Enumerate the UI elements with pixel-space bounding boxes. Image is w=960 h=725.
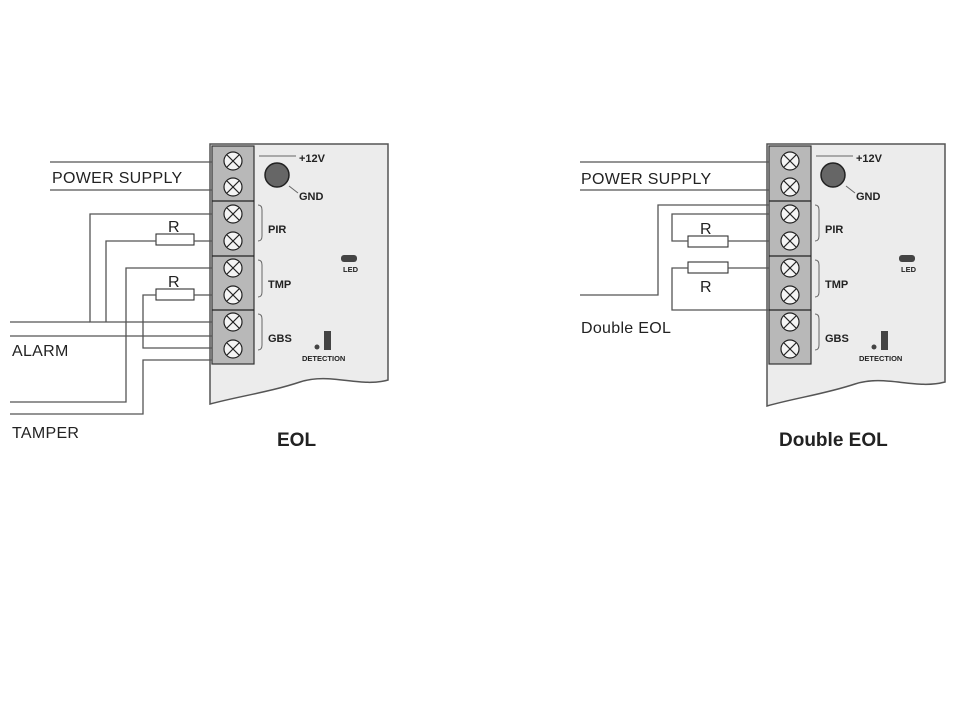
gnd-label: GND <box>299 191 324 203</box>
gnd-label: GND <box>856 191 881 203</box>
eol-panel: +12V GND PIR TMP GBS LED DETECTION POWER… <box>10 143 389 451</box>
resistor-2 <box>687 261 729 274</box>
detection-jumper-icon <box>324 331 331 350</box>
round-component-icon <box>820 162 846 188</box>
led-icon <box>341 255 357 262</box>
resistor-label-tmp: R <box>168 274 180 291</box>
detection-jumper-icon <box>881 331 888 350</box>
double-eol-caption: Double EOL <box>779 430 888 451</box>
alarm-label: ALARM <box>12 343 69 360</box>
detection-label: DETECTION <box>859 354 902 363</box>
round-component-icon <box>264 162 290 188</box>
led-icon <box>899 255 915 262</box>
power-supply-label: POWER SUPPLY <box>581 171 711 188</box>
v12-label: +12V <box>856 153 883 165</box>
tamper-label: TAMPER <box>12 425 79 442</box>
detection-label: DETECTION <box>302 354 345 363</box>
gbs-label: GBS <box>268 333 292 345</box>
resistor-label-1: R <box>700 221 712 238</box>
terminal-screws <box>223 151 243 359</box>
double-eol-label: Double EOL <box>581 320 671 337</box>
resistor-pir <box>155 233 195 246</box>
v12-label: +12V <box>299 153 326 165</box>
resistor-label-2: R <box>700 279 712 296</box>
power-supply-label: POWER SUPPLY <box>52 170 182 187</box>
pir-label: PIR <box>268 224 286 236</box>
terminal-screws <box>780 151 800 359</box>
led-label: LED <box>343 265 359 274</box>
double-eol-panel: +12V GND PIR TMP GBS LED DETECTION POWER… <box>580 143 946 451</box>
tmp-label: TMP <box>825 279 848 291</box>
resistor-label-pir: R <box>168 219 180 236</box>
eol-caption: EOL <box>277 430 316 451</box>
pir-label: PIR <box>825 224 843 236</box>
led-label: LED <box>901 265 917 274</box>
gbs-label: GBS <box>825 333 849 345</box>
tmp-label: TMP <box>268 279 291 291</box>
